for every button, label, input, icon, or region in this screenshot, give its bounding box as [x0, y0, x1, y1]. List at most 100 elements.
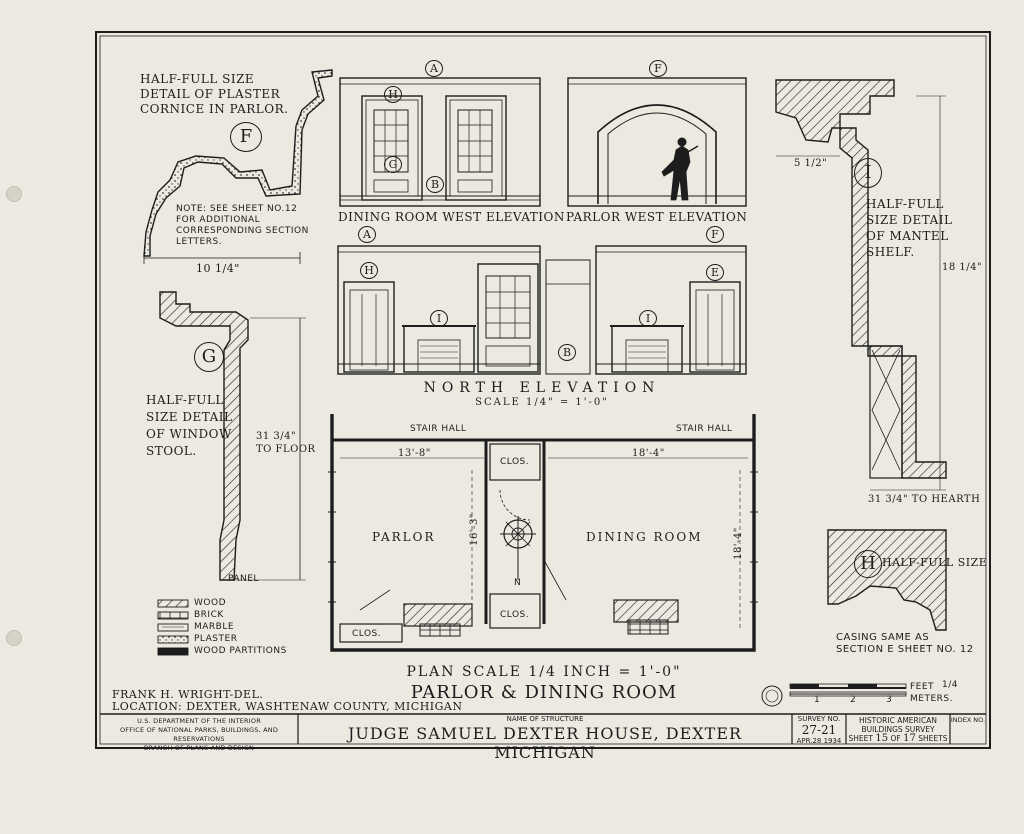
scale-meters-label: METERS.	[910, 694, 953, 704]
closet-label: CLOS.	[352, 629, 382, 639]
scale-feet-fraction: 1/4	[942, 680, 958, 690]
dimension-note: TO FLOOR	[256, 444, 316, 455]
detail-i-dim-bottom: 31 3/4" TO HEARTH	[868, 494, 981, 505]
binder-hole-top	[6, 186, 22, 202]
department-line: OFFICE OF NATIONAL PARKS, BUILDINGS, AND…	[119, 726, 279, 743]
legend-label-marble: MARBLE	[194, 622, 235, 632]
sheet-suffix: SHEETS	[918, 734, 948, 743]
drawn-by: FRANK H. WRIGHT-DEL.	[112, 688, 264, 701]
detail-i-title: HALF-FULL SIZE DETAIL OF MANTEL SHELF.	[866, 196, 952, 260]
title-block-index-label: INDEX NO.	[950, 716, 986, 724]
detail-f-note: NOTE: SEE SHEET NO.12 FOR ADDITIONAL COR…	[176, 204, 309, 248]
detail-h-note: CASING SAME AS SECTION E SHEET NO. 12	[836, 632, 974, 656]
section-tag-i: I	[854, 158, 882, 188]
section-tag-b: B	[426, 176, 444, 193]
section-tag-g: G	[384, 156, 402, 173]
detail-i-title-line: HALF-FULL	[866, 197, 944, 211]
plan-caption: PLAN SCALE 1/4 INCH = 1'-0"	[406, 664, 682, 680]
detail-g-title-line: HALF-FULL	[146, 393, 224, 407]
sheet-border	[95, 31, 991, 749]
scale-meter-tick: 3	[886, 695, 893, 705]
detail-f-title-line: HALF-FULL SIZE	[140, 72, 255, 86]
detail-i-mantel-shelf	[775, 79, 947, 491]
note-line: CASING SAME AS	[836, 632, 930, 643]
detail-i-title-line: SIZE DETAIL	[866, 213, 953, 227]
title-block-name-label: NAME OF STRUCTURE	[506, 715, 584, 723]
note-line: CORRESPONDING SECTION	[176, 226, 309, 236]
structure-name: JUDGE SAMUEL DEXTER HOUSE, DEXTER MICHIG…	[347, 724, 743, 762]
north-elevation-label: NORTH ELEVATION	[423, 380, 661, 396]
north-elevation	[337, 245, 747, 375]
section-tag-e: E	[706, 264, 724, 281]
room-label-parlor: PARLOR	[372, 530, 436, 544]
dimension-value: 31 3/4"	[256, 431, 297, 442]
dining-room-west-elevation-label: DINING ROOM WEST ELEVATION	[338, 210, 565, 224]
parlor-west-elevation	[567, 77, 747, 207]
habs-line: HISTORIC AMERICAN	[859, 716, 937, 725]
plan-stair-hall-left: STAIR HALL	[410, 424, 467, 434]
sheet-total: 17	[903, 733, 916, 744]
survey-seal	[761, 685, 783, 707]
detail-f-title-line: CORNICE IN PARLOR.	[140, 102, 289, 116]
title-block-habs: HISTORIC AMERICAN BUILDINGS SURVEY SHEET…	[846, 716, 950, 744]
survey-date: APR.28 1934	[796, 737, 842, 745]
note-line: NOTE: SEE SHEET NO.12	[176, 204, 298, 214]
legend-label-wood: WOOD	[194, 598, 226, 608]
detail-g-dimension: 31 3/4" TO FLOOR	[256, 430, 316, 456]
sheet-count: SHEET 15 OF 17 SHEETS	[846, 733, 950, 744]
section-tag-g: G	[194, 342, 224, 372]
sheet-of: OF	[890, 734, 901, 743]
sheet-number: 15	[875, 733, 889, 744]
plan-stair-hall-right: STAIR HALL	[676, 424, 733, 434]
binder-hole-bottom	[6, 630, 22, 646]
section-tag-h: H	[854, 550, 882, 578]
graphic-scale-bar	[789, 683, 907, 697]
section-tag-f: F	[649, 60, 667, 77]
section-tag-f: F	[706, 226, 724, 243]
section-tag-h: H	[384, 86, 402, 103]
north-elevation-scale: SCALE 1/4" = 1'-0"	[475, 397, 609, 408]
title-block-lines	[100, 713, 986, 744]
room-label-dining-room: DINING ROOM	[586, 530, 703, 544]
scale-feet-label: FEET	[910, 682, 935, 692]
legend-swatches	[157, 599, 189, 656]
survey-number: 27-21	[801, 723, 837, 737]
plan-dim-dining-depth: 18'-4"	[732, 527, 744, 560]
note-line: LETTERS.	[176, 237, 223, 247]
section-tag-i: I	[430, 310, 448, 327]
detail-f-title: HALF-FULL SIZE DETAIL OF PLASTER CORNICE…	[140, 72, 288, 117]
closet-label: CLOS.	[500, 610, 530, 620]
detail-f-title-line: DETAIL OF PLASTER	[140, 87, 281, 101]
plan-dim-parlor-width: 13'-8"	[398, 448, 431, 459]
title-block-department: U.S. DEPARTMENT OF THE INTERIOR OFFICE O…	[100, 717, 298, 753]
section-tag-h: H	[360, 262, 378, 279]
legend-label-plaster: PLASTER	[194, 634, 238, 644]
section-tag-a: A	[425, 60, 443, 77]
section-tag-a: A	[358, 226, 376, 243]
note-line: SECTION E SHEET NO. 12	[836, 644, 974, 655]
sheet-prefix: SHEET	[848, 734, 873, 743]
detail-g-window-stool	[159, 291, 306, 581]
detail-g-title: HALF-FULL SIZE DETAIL OF WINDOW STOOL.	[146, 392, 232, 460]
detail-h-casing	[827, 529, 947, 631]
detail-i-dim-top: 5 1/2"	[794, 158, 828, 169]
detail-g-title-line: SIZE DETAIL	[146, 410, 233, 424]
closet-label: CLOS.	[500, 457, 530, 467]
title-block-survey: SURVEY NO. 27-21 APR.28 1934	[792, 715, 846, 746]
plan-dim-parlor-depth: 16'-3"	[468, 513, 480, 546]
detail-i-dim-side: 18 1/4"	[942, 262, 983, 273]
department-line: BRANCH OF PLANS AND DESIGN	[143, 744, 255, 752]
floor-plan	[328, 414, 758, 652]
department-line: U.S. DEPARTMENT OF THE INTERIOR	[137, 717, 261, 725]
detail-i-title-line: SHELF.	[866, 245, 915, 259]
habs-line: BUILDINGS SURVEY	[861, 725, 935, 734]
note-line: FOR ADDITIONAL	[176, 215, 261, 225]
detail-g-title-line: STOOL.	[146, 444, 197, 458]
parlor-west-elevation-label: PARLOR WEST ELEVATION	[566, 210, 748, 224]
scale-meter-tick: 2	[850, 695, 857, 705]
detail-f-cornice	[143, 69, 333, 264]
plan-dim-dining-width: 18'-4"	[632, 448, 665, 459]
legend-label-brick: BRICK	[194, 610, 224, 620]
section-tag-i: I	[639, 310, 657, 327]
